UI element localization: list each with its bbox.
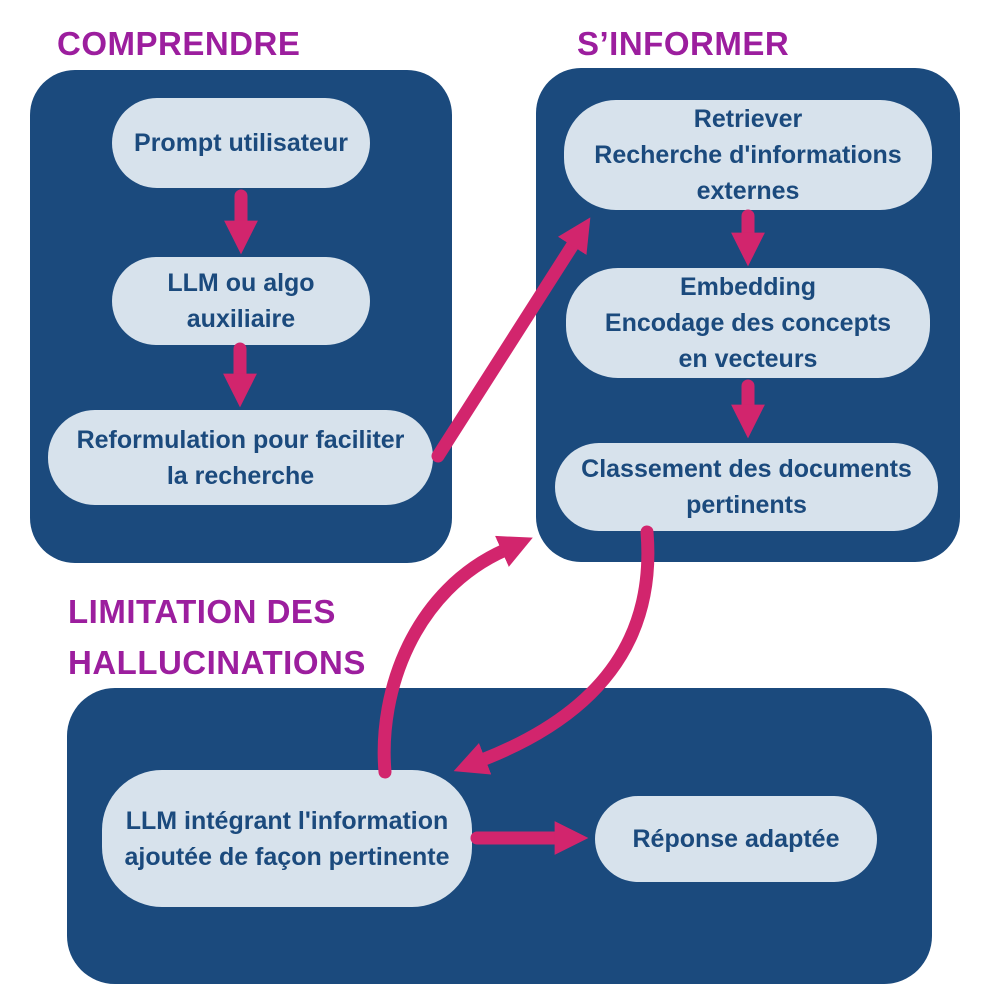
node-prompt-utilisateur: Prompt utilisateur bbox=[112, 98, 370, 188]
comprendre-title: COMPRENDRE bbox=[57, 25, 301, 62]
node-retriever: Retriever Recherche d'informations exter… bbox=[564, 100, 932, 210]
limitation-title: LIMITATION DES HALLUCINATIONS bbox=[68, 593, 366, 681]
node-reformulation: Reformulation pour faciliter la recherch… bbox=[48, 410, 433, 505]
node-llm-integrant: LLM intégrant l'information ajoutée de f… bbox=[102, 770, 472, 907]
node-llm-ou-algo: LLM ou algo auxiliaire bbox=[112, 257, 370, 345]
s-informer-title: S’INFORMER bbox=[577, 25, 790, 62]
node-reponse-adaptee: Réponse adaptée bbox=[595, 796, 877, 882]
node-embedding: Embedding Encodage des concepts en vecte… bbox=[566, 268, 930, 378]
node-classement: Classement des documents pertinents bbox=[555, 443, 938, 531]
